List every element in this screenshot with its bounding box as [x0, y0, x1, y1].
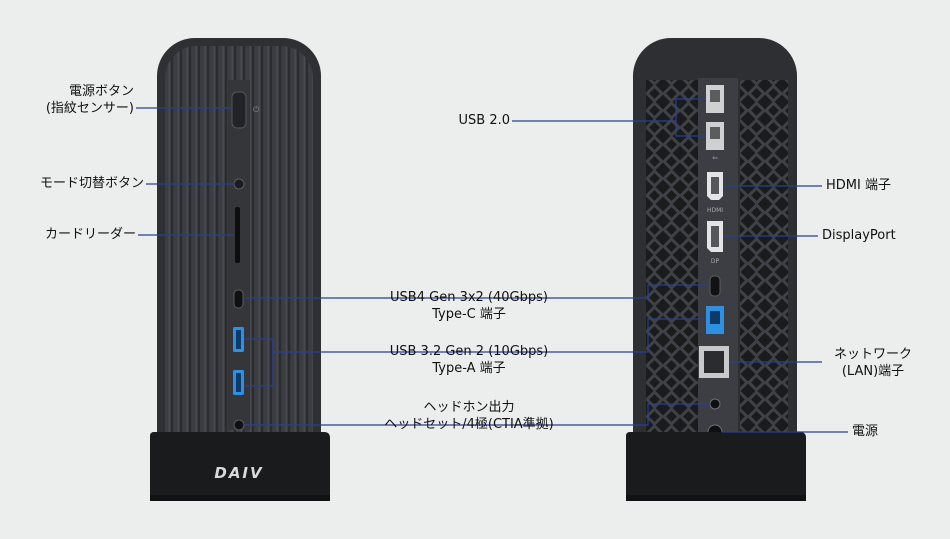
- label-headphone-line1: ヘッドホン出力: [423, 400, 515, 415]
- front-unit: ⏻ DAIV: [150, 38, 330, 501]
- card-reader-slot: [235, 207, 240, 263]
- label-headphone: ヘッドホン出力 ヘッドセット/4極(CTIA準拠): [356, 399, 582, 433]
- label-power-button-line1: 電源ボタン: [68, 84, 134, 99]
- front-stand: [150, 432, 330, 500]
- mode-button: [233, 178, 245, 190]
- brand-logo: DAIV: [214, 464, 263, 482]
- label-network: ネットワーク (LAN)端子: [818, 346, 928, 380]
- label-headphone-line2: ヘッドセット/4極(CTIA準拠): [384, 417, 554, 432]
- rear-usb2-port-2-tongue: [710, 127, 720, 139]
- label-usb4: USB4 Gen 3x2 (40Gbps) Type-C 端子: [356, 289, 582, 323]
- label-hdmi: HDMI 端子: [826, 178, 891, 193]
- label-power-button-line2: (指紋センサー): [45, 101, 134, 116]
- rear-stand: [626, 432, 806, 500]
- rear-usb-a-port-tongue: [710, 311, 720, 324]
- label-network-line1: ネットワーク: [833, 347, 912, 362]
- label-power-button: 電源ボタン (指紋センサー): [10, 83, 134, 117]
- leader-lines: [136, 98, 848, 433]
- front-usb-a-port-2-tongue: [236, 373, 241, 392]
- rear-usb2-port-1-tongue: [710, 90, 720, 102]
- headphone-jack: [233, 419, 245, 431]
- label-displayport: DisplayPort: [822, 228, 896, 243]
- hdmi-mark: HDMI: [707, 207, 723, 214]
- label-usb4-line1: USB4 Gen 3x2 (40Gbps): [390, 290, 548, 305]
- rear-unit: ⇐ HDMI DP DCIN: [626, 38, 806, 501]
- label-power-in: 電源: [852, 424, 879, 439]
- rear-stand-base: [626, 495, 806, 501]
- label-usb32-line1: USB 3.2 Gen 2 (10Gbps): [389, 344, 549, 359]
- front-usb-c-port: [233, 289, 244, 309]
- leader-front-usb32-bracket: [244, 338, 274, 387]
- rear-lan-port-inner: [704, 351, 724, 373]
- rear-vent-left: [646, 80, 698, 475]
- leader-usb20-bracket: [675, 98, 706, 137]
- label-usb32: USB 3.2 Gen 2 (10Gbps) Type-A 端子: [356, 343, 582, 377]
- label-usb4-line2: Type-C 端子: [432, 307, 506, 322]
- leader-rear-usb32: [584, 318, 706, 353]
- rear-usb-c-port: [709, 275, 721, 297]
- rear-vent-right: [740, 80, 788, 455]
- front-stand-base: [150, 495, 330, 501]
- label-mode-button: モード切替ボタン: [39, 176, 144, 191]
- rear-hdmi-port-inner: [711, 177, 719, 194]
- label-usb32-line2: Type-A 端子: [432, 361, 506, 376]
- rear-displayport-port-inner: [711, 226, 719, 247]
- label-network-line2: (LAN)端子: [841, 364, 905, 379]
- leader-rear-audio: [584, 403, 710, 426]
- label-card-reader: カードリーダー: [44, 227, 136, 242]
- label-usb20: USB 2.0: [458, 113, 511, 128]
- dp-mark: DP: [711, 258, 720, 265]
- power-button: [231, 91, 247, 129]
- power-icon: ⏻: [253, 105, 260, 114]
- rear-audio-jack: [709, 398, 721, 410]
- leader-rear-usb4: [584, 284, 710, 299]
- front-usb-a-port-1-tongue: [236, 330, 241, 349]
- usb-icon: ⇐: [712, 154, 718, 162]
